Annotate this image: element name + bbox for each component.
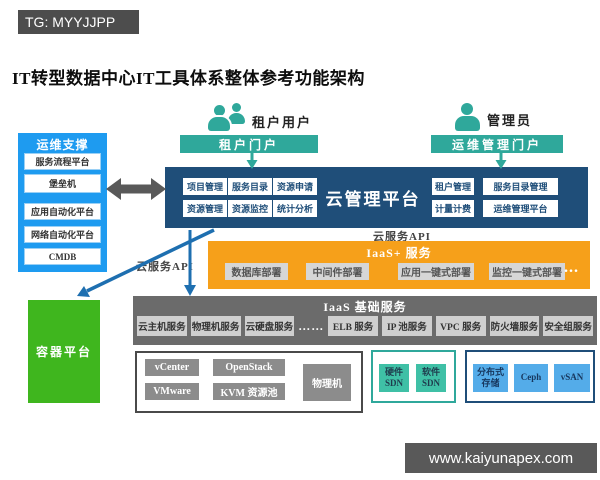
container-platform-panel: 容器平台: [28, 300, 100, 403]
cloud-platform-panel: 项目管理 服务目录 资源申请 资源管理 资源监控 统计分析 云管理平台 租户管理…: [165, 167, 588, 228]
cloud-module: 项目管理: [183, 178, 227, 195]
ops-support-item: CMDB: [24, 248, 101, 265]
storage-item: Ceph: [514, 364, 548, 392]
virtualization-item: vCenter: [145, 359, 199, 376]
virtualization-item: OpenStack: [213, 359, 285, 376]
tenant-portal-bar: 租户门户: [180, 135, 318, 153]
ops-support-item: 服务流程平台: [24, 153, 101, 170]
storage-item: vSAN: [554, 364, 590, 392]
iaas-plus-item: 应用一键式部署: [398, 263, 474, 280]
virtualization-panel: vCenter OpenStack VMware KVM 资源池 物理机: [135, 351, 363, 413]
virtualization-item: KVM 资源池: [213, 383, 285, 400]
sdn-panel: 硬件 SDN 软件 SDN: [371, 350, 456, 403]
storage-panel: 分布式 存储 Ceph vSAN: [465, 350, 595, 403]
iaas-base-panel: IaaS 基础服务 云主机服务 物理机服务 云硬盘服务 …… ELB 服务 IP…: [133, 296, 597, 345]
cloud-module: 资源监控: [228, 200, 272, 217]
iaas-base-row: 云主机服务 物理机服务 云硬盘服务 …… ELB 服务 IP 池服务 VPC 服…: [137, 316, 593, 336]
page-title: IT转型数据中心IT工具体系整体参考功能架构: [12, 69, 365, 88]
ops-support-item: 堡垒机: [24, 174, 101, 193]
ops-support-item: 应用自动化平台: [24, 203, 101, 220]
watermark-tag: TG: MYYJJPP: [18, 10, 139, 34]
sdn-item: 软件 SDN: [416, 364, 446, 392]
cloud-module: 计量计费: [432, 200, 474, 217]
cloud-module: 资源管理: [183, 200, 227, 217]
cloud-module: 统计分析: [273, 200, 317, 217]
cloud-module: 运维管理平台: [483, 200, 558, 217]
admin-icon: [452, 103, 482, 131]
iaas-plus-title: IaaS+ 服务: [366, 246, 432, 260]
cloud-module: 服务目录管理: [483, 178, 558, 195]
iaas-base-item: 物理机服务: [190, 316, 241, 336]
iaas-base-item: IP 池服务: [382, 316, 432, 336]
iaas-base-item: VPC 服务: [435, 316, 486, 336]
person-icon: [226, 103, 246, 124]
iaas-base-item: 云主机服务: [137, 316, 187, 336]
person-icon: [206, 105, 232, 131]
storage-item: 分布式 存储: [473, 364, 508, 392]
iaas-base-item: 防火墙服务: [489, 316, 540, 336]
iaas-plus-item: 数据库部署: [225, 263, 288, 280]
iaas-base-item: 云硬盘服务: [244, 316, 295, 336]
iaas-base-title: IaaS 基础服务: [323, 300, 407, 314]
cloud-api-label-top: 云服务API: [373, 231, 431, 243]
watermark-tag-text: TG: MYYJJPP: [25, 14, 116, 30]
iaas-base-ellipsis: ……: [298, 318, 325, 333]
cloud-module: 服务目录: [228, 178, 272, 195]
iaas-plus-ellipsis: ...: [564, 259, 579, 276]
physical-machine-box: 物理机: [303, 364, 351, 401]
cloud-api-label-left: 云服务API: [136, 261, 194, 273]
iaas-plus-item: 监控一键式部署: [489, 263, 565, 280]
tenant-users-icon: [204, 103, 250, 135]
iaas-base-item: 安全组服务: [543, 316, 593, 336]
sdn-item: 硬件 SDN: [379, 364, 409, 392]
cloud-platform-title: 云管理平台: [325, 190, 421, 209]
website-url: www.kaiyunapex.com: [428, 449, 574, 467]
ops-sync-double-arrow: [106, 178, 166, 200]
iaas-plus-panel: IaaS+ 服务 数据库部署 中间件部署 应用一键式部署 监控一键式部署 ...: [208, 241, 590, 289]
iaas-base-item: ELB 服务: [328, 316, 378, 336]
ops-portal-bar: 运维管理门户: [431, 135, 563, 153]
website-url-bar: www.kaiyunapex.com: [405, 443, 597, 473]
ops-support-item: 网络自动化平台: [24, 226, 101, 243]
tenant-users-label: 租户用户: [252, 115, 313, 130]
admin-label: 管理员: [487, 113, 533, 128]
cloud-module: 资源申请: [273, 178, 317, 195]
virtualization-item: VMware: [145, 383, 199, 400]
cloud-module: 租户管理: [432, 178, 474, 195]
ops-support-panel: 运维支撑 服务流程平台 堡垒机 应用自动化平台 网络自动化平台 CMDB: [18, 133, 107, 272]
iaas-plus-item: 中间件部署: [306, 263, 369, 280]
ops-support-title: 运维支撑: [36, 138, 89, 152]
